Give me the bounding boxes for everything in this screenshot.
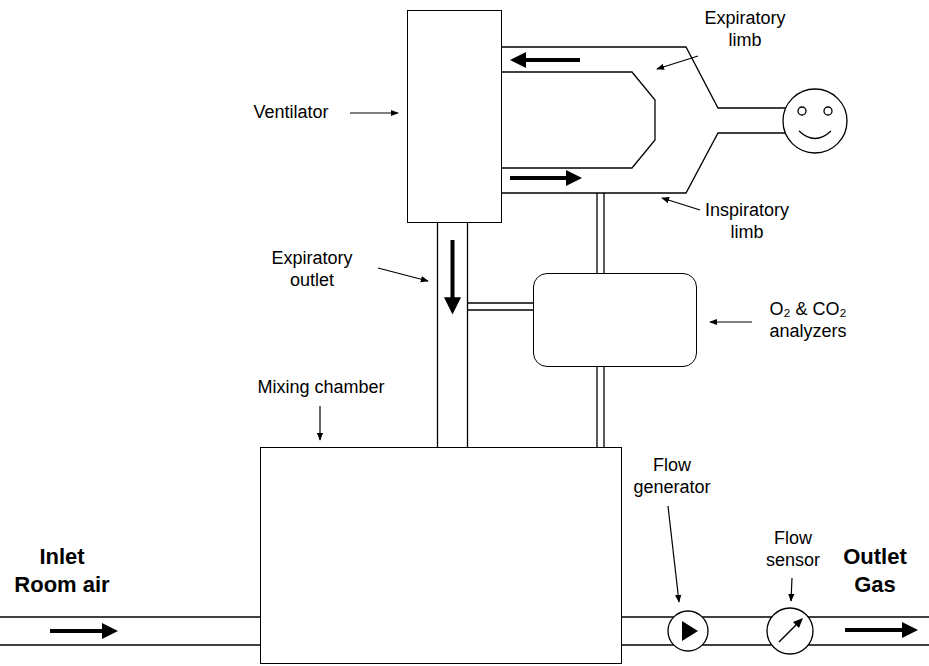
patient-face-part [824,107,832,115]
tube-wall [622,644,674,645]
inlet-arrow-part [102,623,118,639]
leader-arrow-part [319,406,320,440]
sampling-line-part [603,193,604,273]
arrow-head [445,298,460,313]
tube-wall [702,616,771,617]
sampling-line-part [467,302,533,303]
port-label: Outlet Gas [830,543,920,598]
breathing-circuit-tube-part [502,47,786,108]
part-label: Expiratory limb [690,8,800,51]
mixing-chamber-box: Mixing chamber [260,447,622,664]
gauge-needle [779,624,797,642]
outlet-tube [808,617,929,645]
sampling-line-part [467,309,533,310]
inlet-tube [0,617,260,645]
gauge-needle-head [793,618,803,628]
tube-wall [622,616,674,617]
limb-flow-arrow-part [510,176,568,180]
node-label: Mixing chamber [236,377,406,399]
node-label: Flow generator [627,455,717,498]
flow-sensor-symbol: Flow sensor [766,607,814,655]
inlet-tube-part [0,616,260,617]
limb-flow-arrow-part [510,52,526,68]
outlet-tube-part [808,616,929,617]
tube-wall [702,644,771,645]
part-label: Expiratory outlet [257,248,367,291]
flow-sensor-symbol-outline [766,607,814,655]
tube-connector [702,617,771,645]
pump-triangle [682,621,698,641]
outlet-tube-part [808,644,929,645]
patient-face-part [783,89,847,153]
leader-arrow-part [378,268,428,281]
inlet-arrow-part [50,629,104,633]
limb-flow-arrow-part [522,58,580,62]
sampling-line-part [596,193,597,273]
leader-arrow-part [791,578,792,601]
arrow-shaft [451,240,455,301]
analyzer-box: O₂ & CO₂ analyzers [533,273,697,367]
breathing-circuit-tube-part [502,133,786,193]
outlet-arrow-part [845,628,904,632]
breathing-circuit-tube-part [502,72,655,168]
tube-wall [603,367,604,447]
limb-flow-arrow [510,52,582,186]
tube-connector [597,367,604,447]
patient-face [783,89,847,153]
symbol-circle [668,611,708,651]
tube-connector [438,223,468,447]
inlet-arrow [50,623,118,639]
leader-arrow-part [668,506,679,602]
tube-wall [467,223,468,447]
breathing-circuit-tube [502,47,786,193]
inlet-tube-part [0,644,260,645]
tube-wall [437,223,438,447]
flow-arrow [445,240,460,313]
leader-arrow-part [350,112,398,113]
node-label: O₂ & CO₂ analyzers [753,299,863,342]
tube-connector [622,617,674,645]
node-label: Ventilator [241,102,341,124]
patient-face-part [798,107,806,115]
leader-arrow-part [657,56,698,69]
symbol-circle [767,608,813,654]
flow-generator-symbol-outline [667,610,709,652]
sampling-line [467,193,604,310]
patient-face-part [799,131,831,139]
port-label: Inlet Room air [10,543,114,598]
tube-wall [596,367,597,447]
limb-flow-arrow-part [566,170,582,186]
leader-arrow [320,56,792,602]
ventilator-box: Ventilator [407,10,502,223]
part-label: Inspiratory limb [692,200,802,243]
leader-arrow-part [662,198,700,210]
flow-generator-symbol: Flow generator [667,610,709,652]
outlet-arrow [845,622,918,638]
leader-arrow-part [710,321,752,322]
outlet-arrow-part [902,622,918,638]
node-label: Flow sensor [758,528,828,571]
